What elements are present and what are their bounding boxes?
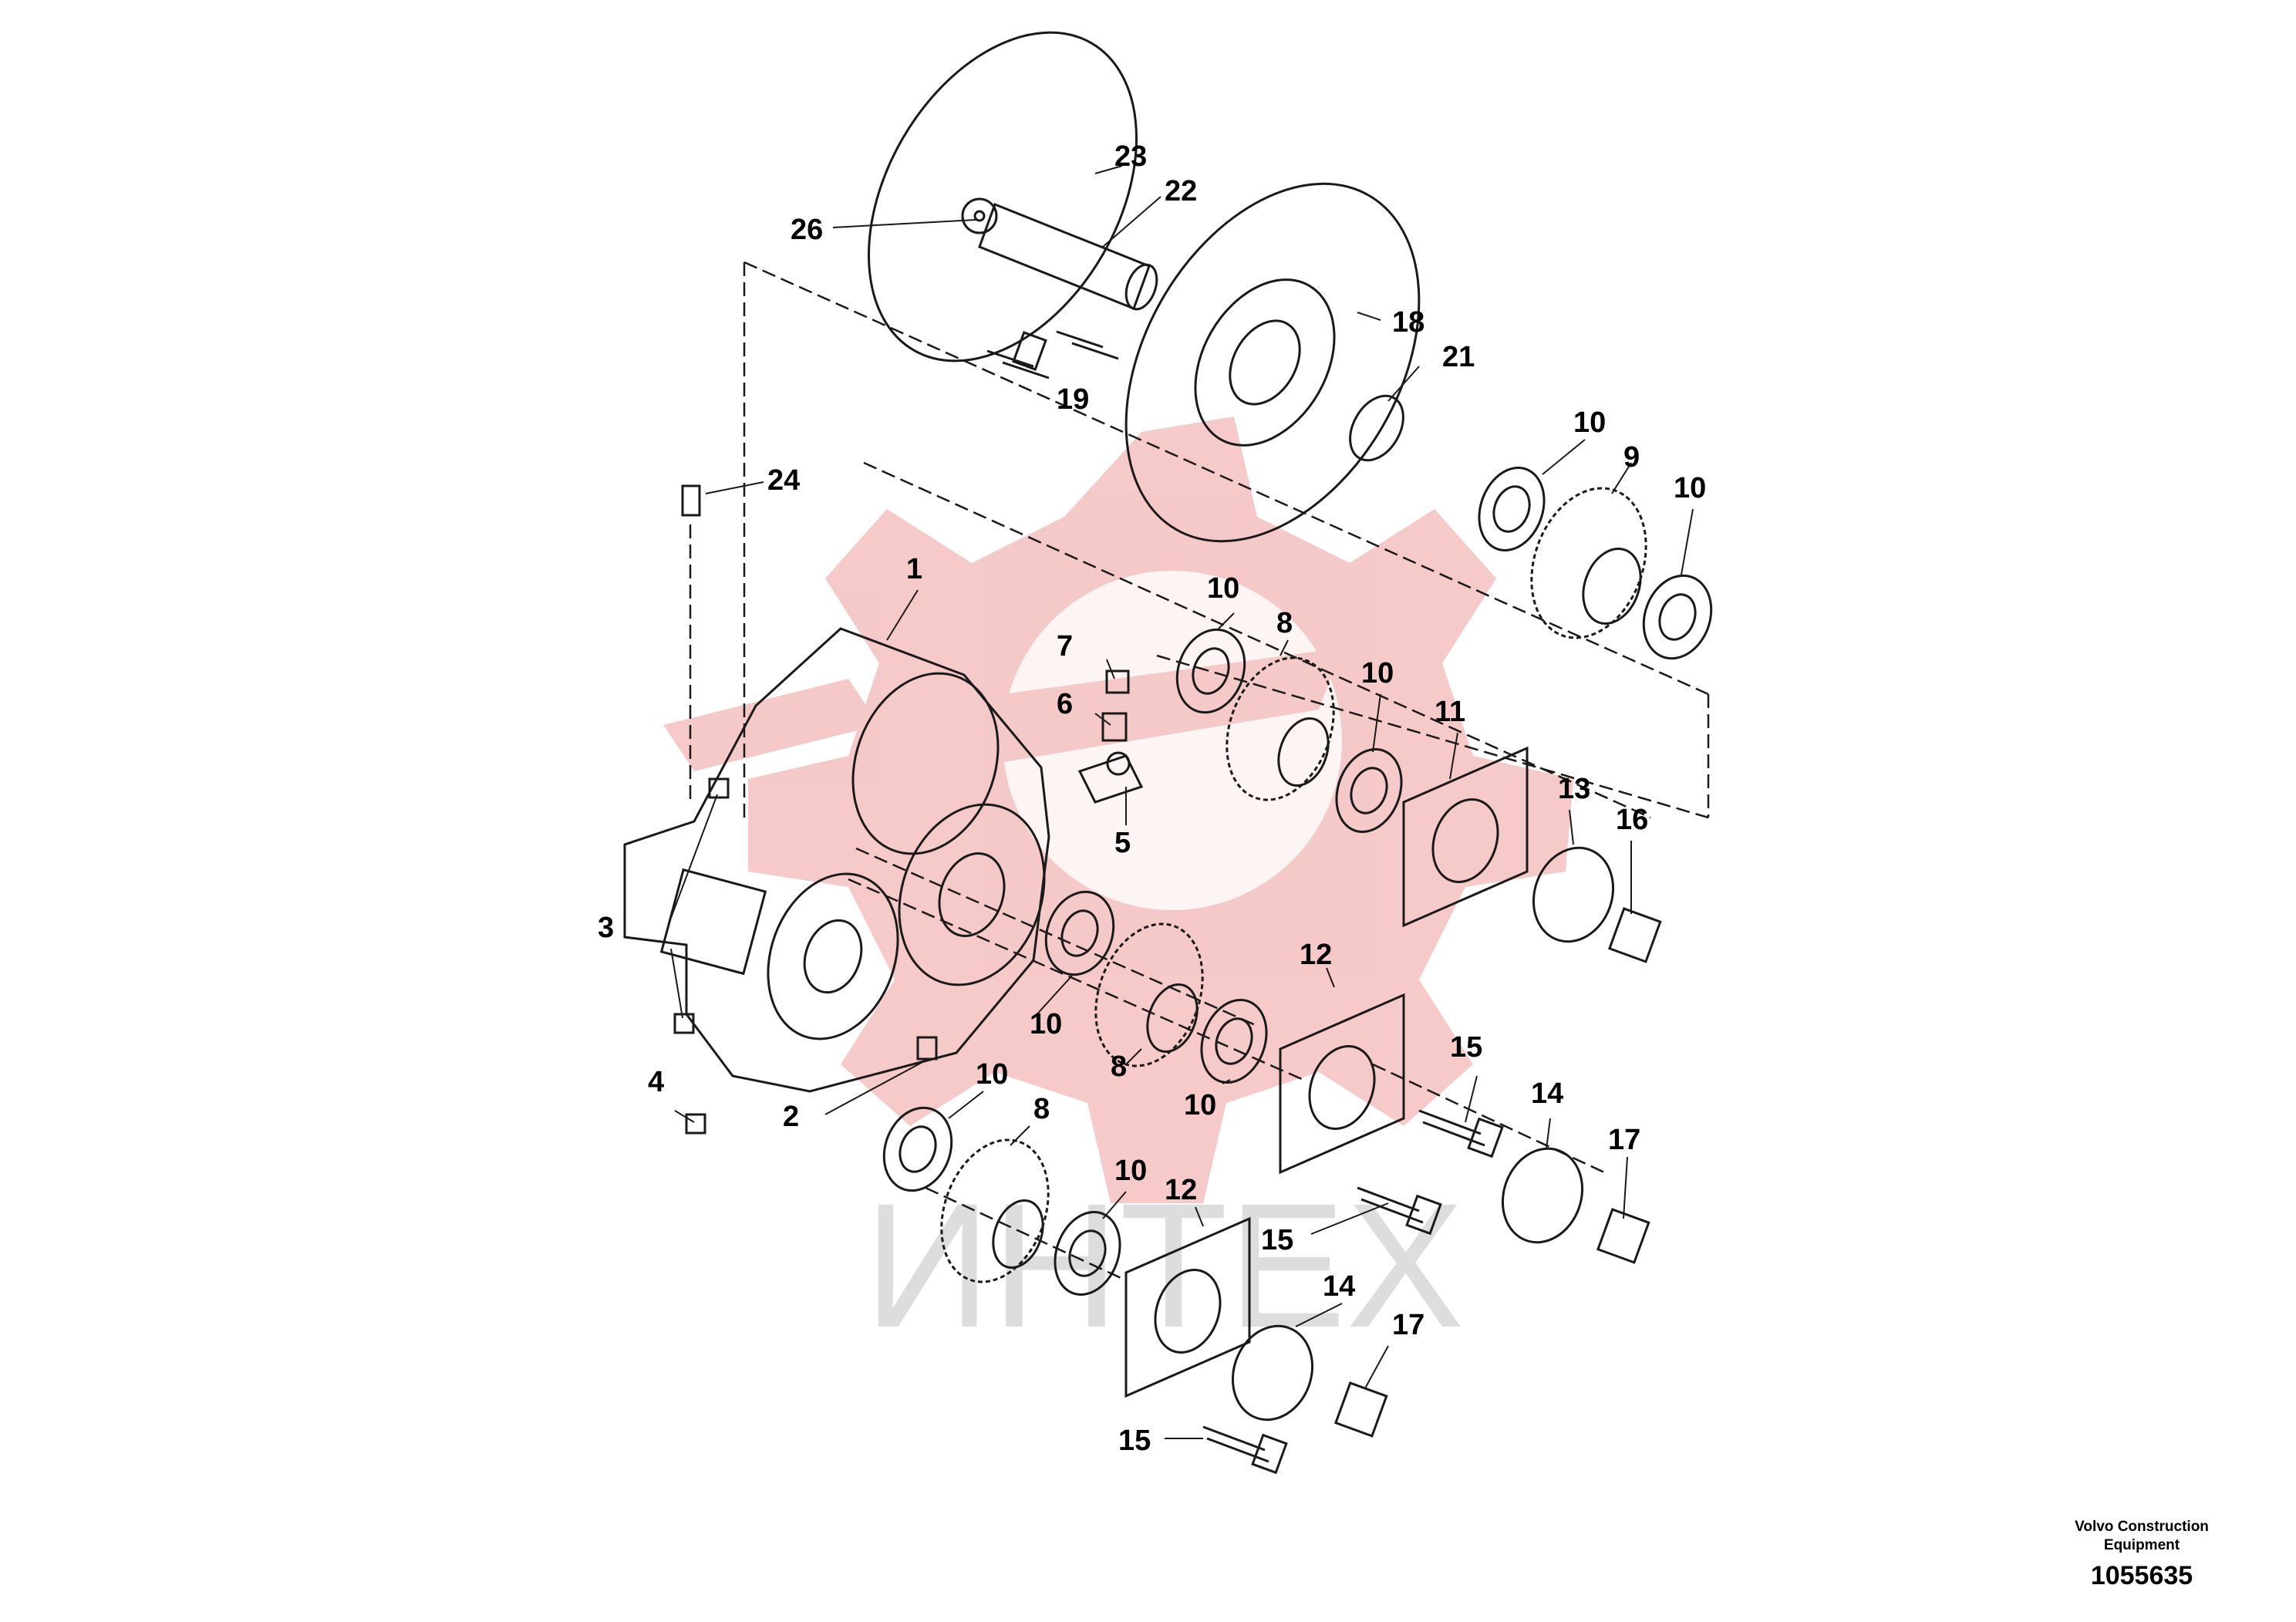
- callout-3: 3: [598, 912, 614, 944]
- bearing-part-10c: [1175, 628, 1246, 714]
- seal-part-21: [1349, 394, 1404, 462]
- leader-lines: [670, 165, 1694, 1439]
- callout-14b: 14: [1323, 1270, 1355, 1303]
- bearing-part-10g: [882, 1106, 953, 1192]
- callout-10d: 10: [1361, 657, 1394, 690]
- watermark-text: ИНТЕХ: [864, 1166, 1465, 1364]
- callout-10f: 10: [1184, 1089, 1216, 1121]
- callout-10c: 10: [1207, 572, 1239, 605]
- callout-12a: 12: [1300, 939, 1332, 971]
- callout-12b: 12: [1165, 1174, 1197, 1206]
- callout-10e: 10: [1030, 1008, 1062, 1040]
- bolt-part-15a: [1418, 1109, 1504, 1158]
- fitting-part-5: [1077, 751, 1144, 804]
- fitting-part-6: [1101, 712, 1128, 742]
- bearing-part-10f: [1200, 999, 1268, 1084]
- callout-16: 16: [1616, 804, 1648, 836]
- callout-23: 23: [1114, 140, 1147, 173]
- callout-15c: 15: [1118, 1425, 1151, 1457]
- callout-26: 26: [791, 214, 823, 246]
- company-name-line1: Volvo Construction: [2075, 1519, 2209, 1535]
- plug-part-17a: [1596, 1208, 1650, 1264]
- callout-labels: 26 23 22 18 21 19 10 9 10 24 1 10 8 7 6 …: [598, 140, 1706, 1457]
- plug-part-3: [673, 1013, 695, 1034]
- callout-15a: 15: [1450, 1031, 1482, 1064]
- callout-5: 5: [1114, 827, 1131, 859]
- callout-8b: 8: [1111, 1050, 1127, 1083]
- drawing-lines: [623, 31, 1713, 1475]
- plug-part-17b: [1334, 1381, 1388, 1438]
- callout-15b: 15: [1261, 1224, 1293, 1256]
- bolt-part-15b: [1357, 1186, 1442, 1236]
- callout-9: 9: [1623, 441, 1640, 474]
- plug-part-16: [1608, 907, 1662, 963]
- plug-part-24: [681, 484, 701, 517]
- plug-part-7: [1105, 669, 1130, 694]
- callout-21: 21: [1442, 341, 1475, 373]
- callout-2: 2: [783, 1101, 799, 1133]
- callout-7: 7: [1057, 630, 1073, 663]
- callout-8a: 8: [1276, 607, 1293, 639]
- callout-24: 24: [767, 464, 800, 497]
- callout-10a: 10: [1573, 406, 1606, 439]
- callout-22: 22: [1165, 175, 1197, 207]
- bearing-part-10d: [1335, 748, 1403, 833]
- cover-plate-part-11: [1402, 746, 1529, 928]
- callout-17b: 17: [1392, 1309, 1424, 1341]
- callout-10b: 10: [1674, 472, 1706, 504]
- callout-4: 4: [648, 1066, 664, 1098]
- bolt-part-15c: [1202, 1425, 1288, 1475]
- callout-6: 6: [1057, 688, 1073, 720]
- watermark-gear-icon: [663, 416, 1573, 1203]
- callout-8c: 8: [1033, 1093, 1050, 1125]
- flex-plate-part-23: [868, 31, 1138, 363]
- cover-plate-part-12b: [1124, 1216, 1251, 1398]
- coupling-disc-part-18: [1124, 182, 1421, 543]
- callout-11: 11: [1435, 696, 1465, 728]
- plug-part-2: [916, 1036, 938, 1061]
- callout-14a: 14: [1531, 1077, 1563, 1110]
- gearbox-housing-part-1: [623, 627, 1050, 1093]
- callout-10g: 10: [976, 1058, 1008, 1091]
- oring-part-13: [1532, 846, 1615, 943]
- shaft-part-22: [978, 203, 1158, 311]
- callout-17a: 17: [1608, 1124, 1640, 1156]
- callout-13: 13: [1558, 773, 1590, 805]
- drawing-footer: Volvo Construction Equipment 1055635: [2041, 1518, 2242, 1591]
- callout-18: 18: [1392, 306, 1424, 339]
- document-number: 1055635: [2090, 1561, 2193, 1590]
- plug-part-4: [685, 1113, 706, 1135]
- cover-plate-part-12a: [1279, 993, 1405, 1175]
- callout-19: 19: [1057, 383, 1089, 416]
- bearing-part-10e: [1044, 890, 1115, 976]
- bolt-part-19: [986, 330, 1119, 379]
- bearing-part-10: [1478, 467, 1546, 551]
- oring-part-14a: [1501, 1147, 1584, 1244]
- bearing-part-10h: [1054, 1211, 1121, 1296]
- company-name-line2: Equipment: [2103, 1537, 2180, 1553]
- callout-1: 1: [906, 553, 922, 585]
- bearing-part-10b: [1642, 574, 1713, 660]
- oring-part-14b: [1231, 1324, 1314, 1421]
- callout-10h: 10: [1114, 1155, 1147, 1187]
